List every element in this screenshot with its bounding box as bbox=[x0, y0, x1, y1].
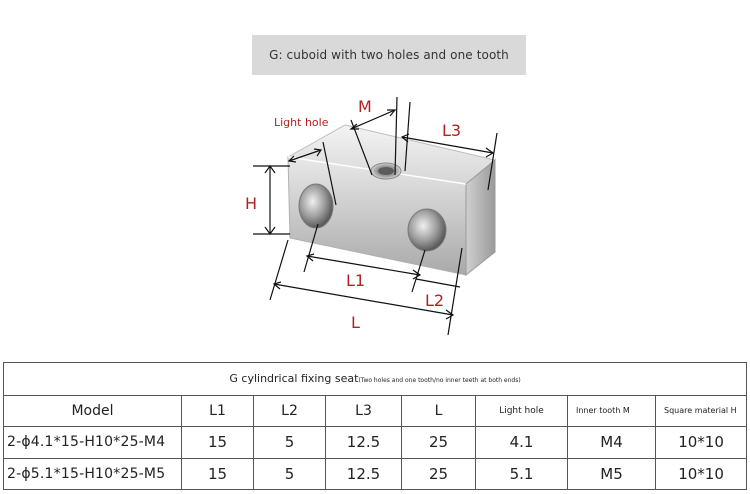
cell-l: 25 bbox=[401, 426, 476, 459]
label-l1: L1 bbox=[346, 271, 365, 290]
table-title: G cylindrical fixing seat(Two holes and … bbox=[2, 362, 748, 396]
label-m: M bbox=[358, 97, 372, 116]
title-banner: G: cuboid with two holes and one tooth bbox=[252, 35, 526, 75]
cell-l3: 12.5 bbox=[325, 457, 402, 490]
cell-model: 2-ϕ4.1*15-H10*25-M4 bbox=[3, 426, 182, 459]
cell-l1: 15 bbox=[181, 457, 254, 490]
table-row: 2-ϕ4.1*15-H10*25-M4 15 5 12.5 25 4.1 M4 … bbox=[3, 426, 748, 459]
header-l2: L2 bbox=[253, 394, 326, 428]
cell-l2: 5 bbox=[253, 426, 326, 459]
label-l3: L3 bbox=[442, 121, 461, 140]
header-l3: L3 bbox=[325, 394, 402, 428]
cell-l3: 12.5 bbox=[325, 426, 402, 459]
cell-light-hole: 4.1 bbox=[475, 426, 568, 459]
header-light-hole: Light hole bbox=[475, 394, 568, 428]
cell-light-hole: 5.1 bbox=[475, 457, 568, 490]
light-hole-left bbox=[298, 183, 334, 229]
cell-square: 10*10 bbox=[654, 457, 748, 490]
cell-inner-tooth: M4 bbox=[567, 426, 656, 459]
header-square: Square material H bbox=[654, 394, 748, 428]
header-l: L bbox=[401, 394, 476, 428]
table-title-main: G cylindrical fixing seat bbox=[229, 372, 359, 386]
header-inner-tooth: Inner tooth M bbox=[567, 394, 656, 428]
dimension-lines bbox=[253, 96, 498, 336]
cell-model: 2-ϕ5.1*15-H10*25-M5 bbox=[3, 457, 182, 490]
header-row: Model L1 L2 L3 L Light hole Inner tooth … bbox=[3, 394, 748, 428]
header-model: Model bbox=[3, 394, 182, 428]
table-title-note: (Two holes and one tooth/no inner teeth … bbox=[358, 377, 521, 385]
cell-inner-tooth: M5 bbox=[567, 457, 656, 490]
cell-l: 25 bbox=[401, 457, 476, 490]
part-diagram: Light hole M L3 H L1 L2 L bbox=[245, 96, 498, 336]
label-l: L bbox=[351, 313, 360, 332]
label-light-hole: Light hole bbox=[274, 116, 329, 129]
label-l2: L2 bbox=[425, 291, 444, 310]
label-h: H bbox=[245, 194, 257, 213]
cell-l1: 15 bbox=[181, 426, 254, 459]
spec-table: G cylindrical fixing seat(Two holes and … bbox=[2, 362, 748, 490]
header-l1: L1 bbox=[181, 394, 254, 428]
cell-l2: 5 bbox=[253, 457, 326, 490]
table-row: 2-ϕ5.1*15-H10*25-M5 15 5 12.5 25 5.1 M5 … bbox=[3, 457, 748, 490]
light-hole-right bbox=[407, 208, 447, 252]
banner-text: G: cuboid with two holes and one tooth bbox=[269, 48, 509, 62]
cell-square: 10*10 bbox=[654, 426, 748, 459]
